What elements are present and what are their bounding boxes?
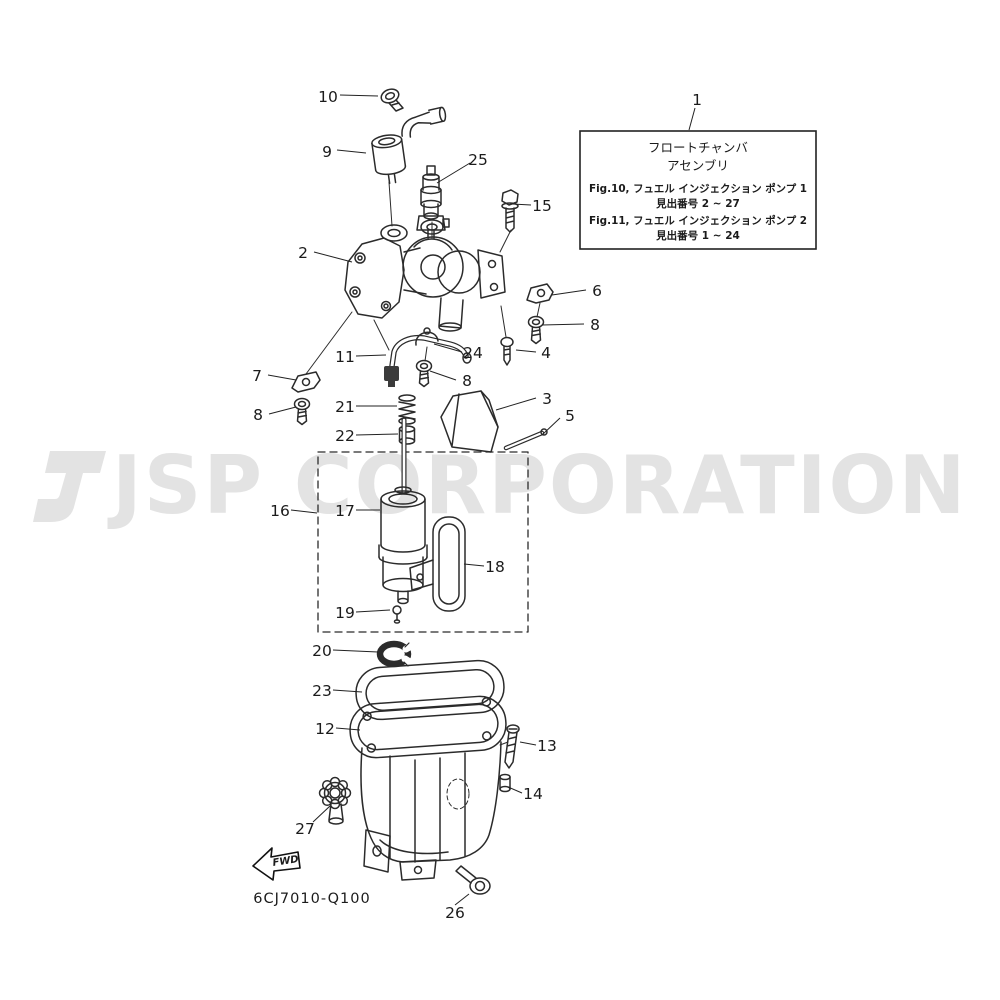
diagram-line-art	[291, 88, 554, 895]
callout-label-11: 11	[335, 348, 355, 366]
callout-label-23: 23	[312, 682, 332, 700]
callout-label-1: 1	[692, 91, 702, 109]
part-6-bracket	[526, 283, 554, 304]
part-12-float-chamber	[349, 695, 507, 881]
callout-label-27: 27	[295, 820, 315, 838]
callout-label-14: 14	[523, 785, 543, 803]
callout-label-24: 24	[463, 344, 483, 362]
callout-label-2: 2	[298, 244, 308, 262]
callout-label-19: 19	[335, 604, 355, 622]
part-26-drain-bolt	[455, 865, 491, 895]
callout-label-8b: 8	[253, 406, 263, 424]
assembly-info-box: フロートチャンバ アセンブリ Fig.10, フュエル インジェクション ポンプ…	[579, 130, 817, 250]
callout-label-15: 15	[532, 197, 552, 215]
callout-label-12: 12	[315, 720, 335, 738]
callout-label-26: 26	[445, 904, 465, 922]
callout-label-16: 16	[270, 502, 290, 520]
callout-label-4: 4	[541, 344, 551, 362]
callout-label-20: 20	[312, 642, 332, 660]
part-19-outlet-piece	[392, 605, 402, 624]
part-11-fuel-pipe	[384, 334, 472, 387]
part-15-bolt	[501, 189, 519, 233]
callout-label-21: 21	[335, 398, 355, 416]
callout-label-3: 3	[542, 390, 552, 408]
callout-label-17: 17	[335, 502, 355, 520]
part-27-grommet	[318, 776, 352, 825]
assembly-connection-lines	[305, 181, 541, 746]
callout-label-18: 18	[485, 558, 505, 576]
part-14-plug	[499, 773, 511, 793]
fwd-arrow-label: FWD	[272, 854, 300, 869]
info-box-title-line2: アセンブリ	[667, 158, 729, 173]
callout-label-9: 9	[322, 143, 332, 161]
part-20-clip	[376, 637, 424, 672]
part-21-spring	[398, 394, 416, 425]
part-24-clamp	[415, 327, 439, 346]
info-box-fig11-line: Fig.11, フュエル インジェクション ポンプ 2	[589, 214, 807, 227]
info-box-title-line1: フロートチャンバ	[648, 140, 748, 155]
part-16-subassembly-box	[317, 451, 529, 633]
part-2-pump-body	[344, 219, 506, 332]
part-9-fuel-fitting	[371, 106, 447, 185]
callout-label-8a: 8	[590, 316, 600, 334]
callout-label-25: 25	[468, 151, 488, 169]
part-8-bolt-middle	[415, 359, 433, 388]
callout-labels: 10 9 25 15 1 2 6 8 24 4 11 7 8 8 21 3 5 …	[252, 88, 702, 922]
part-25-injector	[416, 165, 450, 239]
part-5-pin	[503, 428, 548, 451]
watermark-text: JSP CORPORATION	[107, 439, 967, 532]
callout-label-5: 5	[565, 407, 575, 425]
jsp-watermark: JSP CORPORATION	[33, 439, 967, 532]
part-8-bolt-left	[293, 397, 311, 426]
part-22-bushing	[398, 425, 416, 445]
drawing-code: 6CJ7010-Q100	[253, 891, 370, 907]
part-23-gasket	[355, 659, 505, 721]
part-4-fitting	[500, 336, 514, 366]
callout-label-8c: 8	[462, 372, 472, 390]
callout-label-22: 22	[335, 427, 355, 445]
jsp-logo-mark	[33, 451, 106, 522]
info-box-fig10-line: Fig.10, フュエル インジェクション ポンプ 1	[589, 182, 807, 195]
part-13-screw	[504, 724, 520, 769]
fwd-direction-arrow: FWD	[252, 847, 301, 881]
part-10-bolt	[380, 88, 404, 112]
callout-label-7: 7	[252, 367, 262, 385]
callout-label-13: 13	[537, 737, 557, 755]
leader-lines	[267, 94, 696, 906]
part-17-fuel-pump	[378, 486, 428, 605]
callout-label-6: 6	[592, 282, 602, 300]
part-7-bracket	[291, 371, 321, 393]
part-8-bolt-right	[527, 315, 545, 345]
info-box-fig10-range: 見出番号 2 ~ 27	[655, 197, 740, 210]
callout-label-10: 10	[318, 88, 338, 106]
info-box-fig11-range: 見出番号 1 ~ 24	[655, 229, 740, 242]
